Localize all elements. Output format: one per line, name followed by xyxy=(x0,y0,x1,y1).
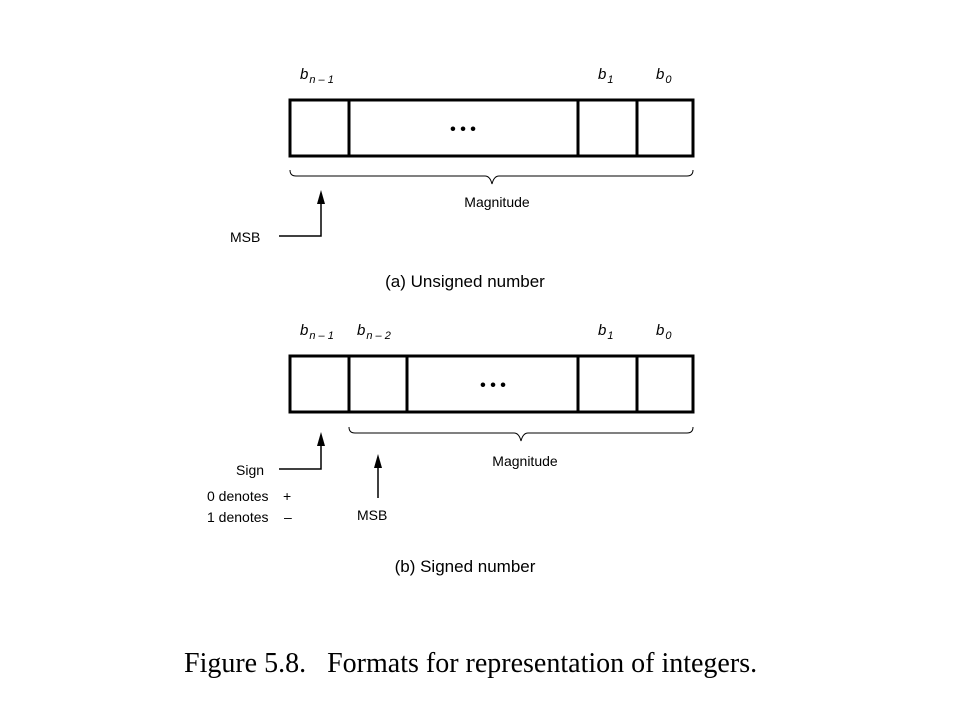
sign-pointer xyxy=(279,444,322,470)
minus-symbol: – xyxy=(284,509,292,525)
register-box xyxy=(288,354,695,414)
register-box xyxy=(288,98,695,158)
magnitude-label: Magnitude xyxy=(492,453,558,469)
bit-label-b0: b0 xyxy=(656,322,672,342)
magnitude-brace xyxy=(348,426,694,442)
bit-label-b0: b0 xyxy=(656,66,672,86)
magnitude-label: Magnitude xyxy=(464,194,530,210)
arrowhead-icon xyxy=(374,454,382,468)
msb-pointer xyxy=(279,200,322,237)
ellipsis-dots: • • • xyxy=(480,377,506,394)
sign-label: Sign xyxy=(236,462,264,478)
bit-label-b1: b1 xyxy=(598,322,613,342)
arrowhead-icon xyxy=(317,432,325,446)
sign-zero-label: 0 denotes xyxy=(207,488,269,504)
caption-signed: (b) Signed number xyxy=(395,557,536,576)
unsigned-diagram: bn – 1 b1 b0 • • • Magnitude MSB (a) Uns… xyxy=(230,66,695,291)
plus-symbol: + xyxy=(283,488,291,504)
caption-unsigned: (a) Unsigned number xyxy=(385,272,545,291)
bit-label-bn-1: bn – 1 xyxy=(300,66,334,86)
sign-one-label: 1 denotes xyxy=(207,509,269,525)
bit-label-b1: b1 xyxy=(598,66,613,86)
arrowhead-icon xyxy=(317,190,325,204)
bit-label-bn-1: bn – 1 xyxy=(300,322,334,342)
msb-label: MSB xyxy=(230,229,260,245)
signed-diagram: bn – 1 bn – 2 b1 b0 • • • Magnitude Sign… xyxy=(207,322,695,576)
figure-caption: Figure 5.8. Formats for representation o… xyxy=(184,648,757,679)
ellipsis-dots: • • • xyxy=(450,121,476,138)
msb-label: MSB xyxy=(357,507,387,523)
magnitude-brace xyxy=(289,169,694,185)
bit-label-bn-2: bn – 2 xyxy=(357,322,391,342)
